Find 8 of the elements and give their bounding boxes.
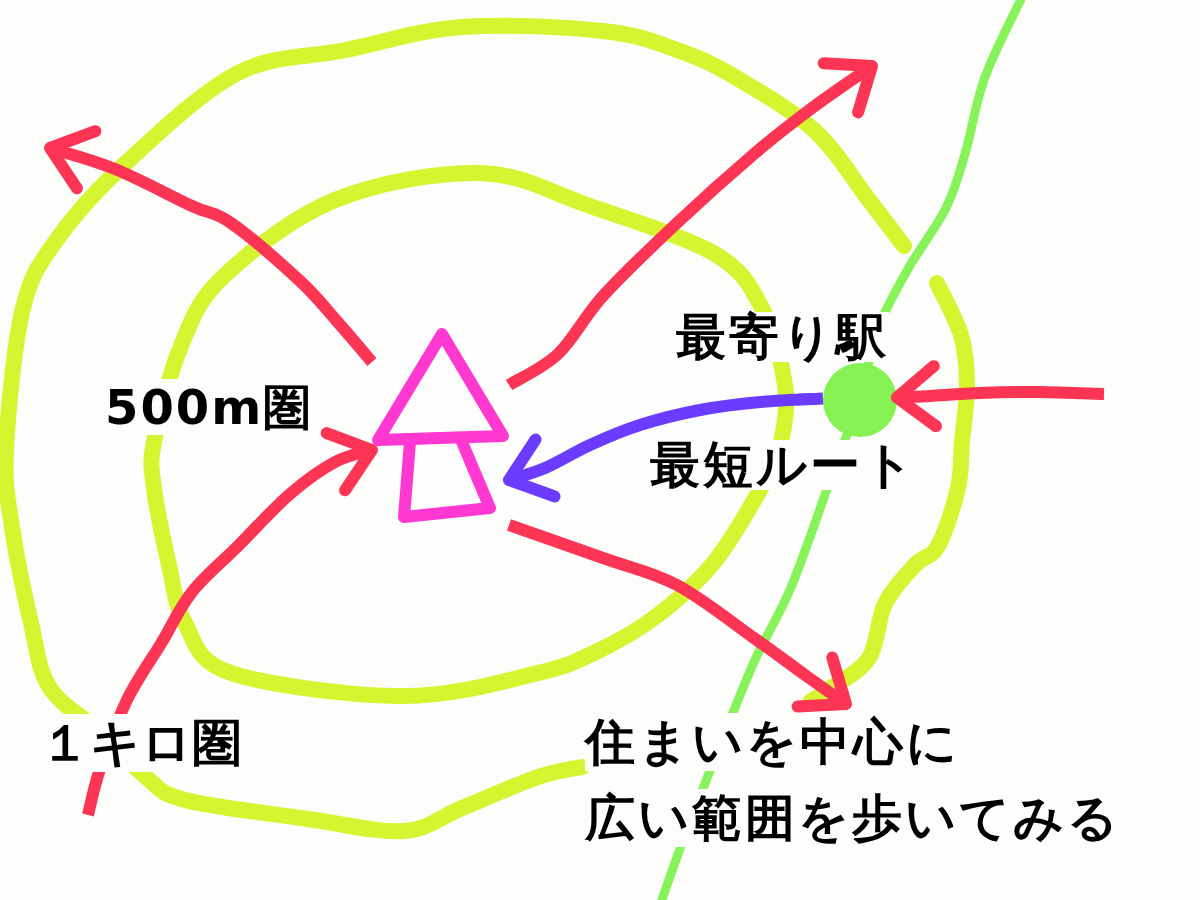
arrow: [890, 360, 1105, 433]
arrow: [507, 519, 852, 713]
arrow: [82, 425, 378, 817]
house-icon: [372, 328, 509, 525]
arrow: [506, 57, 878, 391]
station-dot: [823, 363, 897, 437]
arrow: [44, 124, 377, 366]
station-label: 最寄り駅: [676, 312, 889, 362]
